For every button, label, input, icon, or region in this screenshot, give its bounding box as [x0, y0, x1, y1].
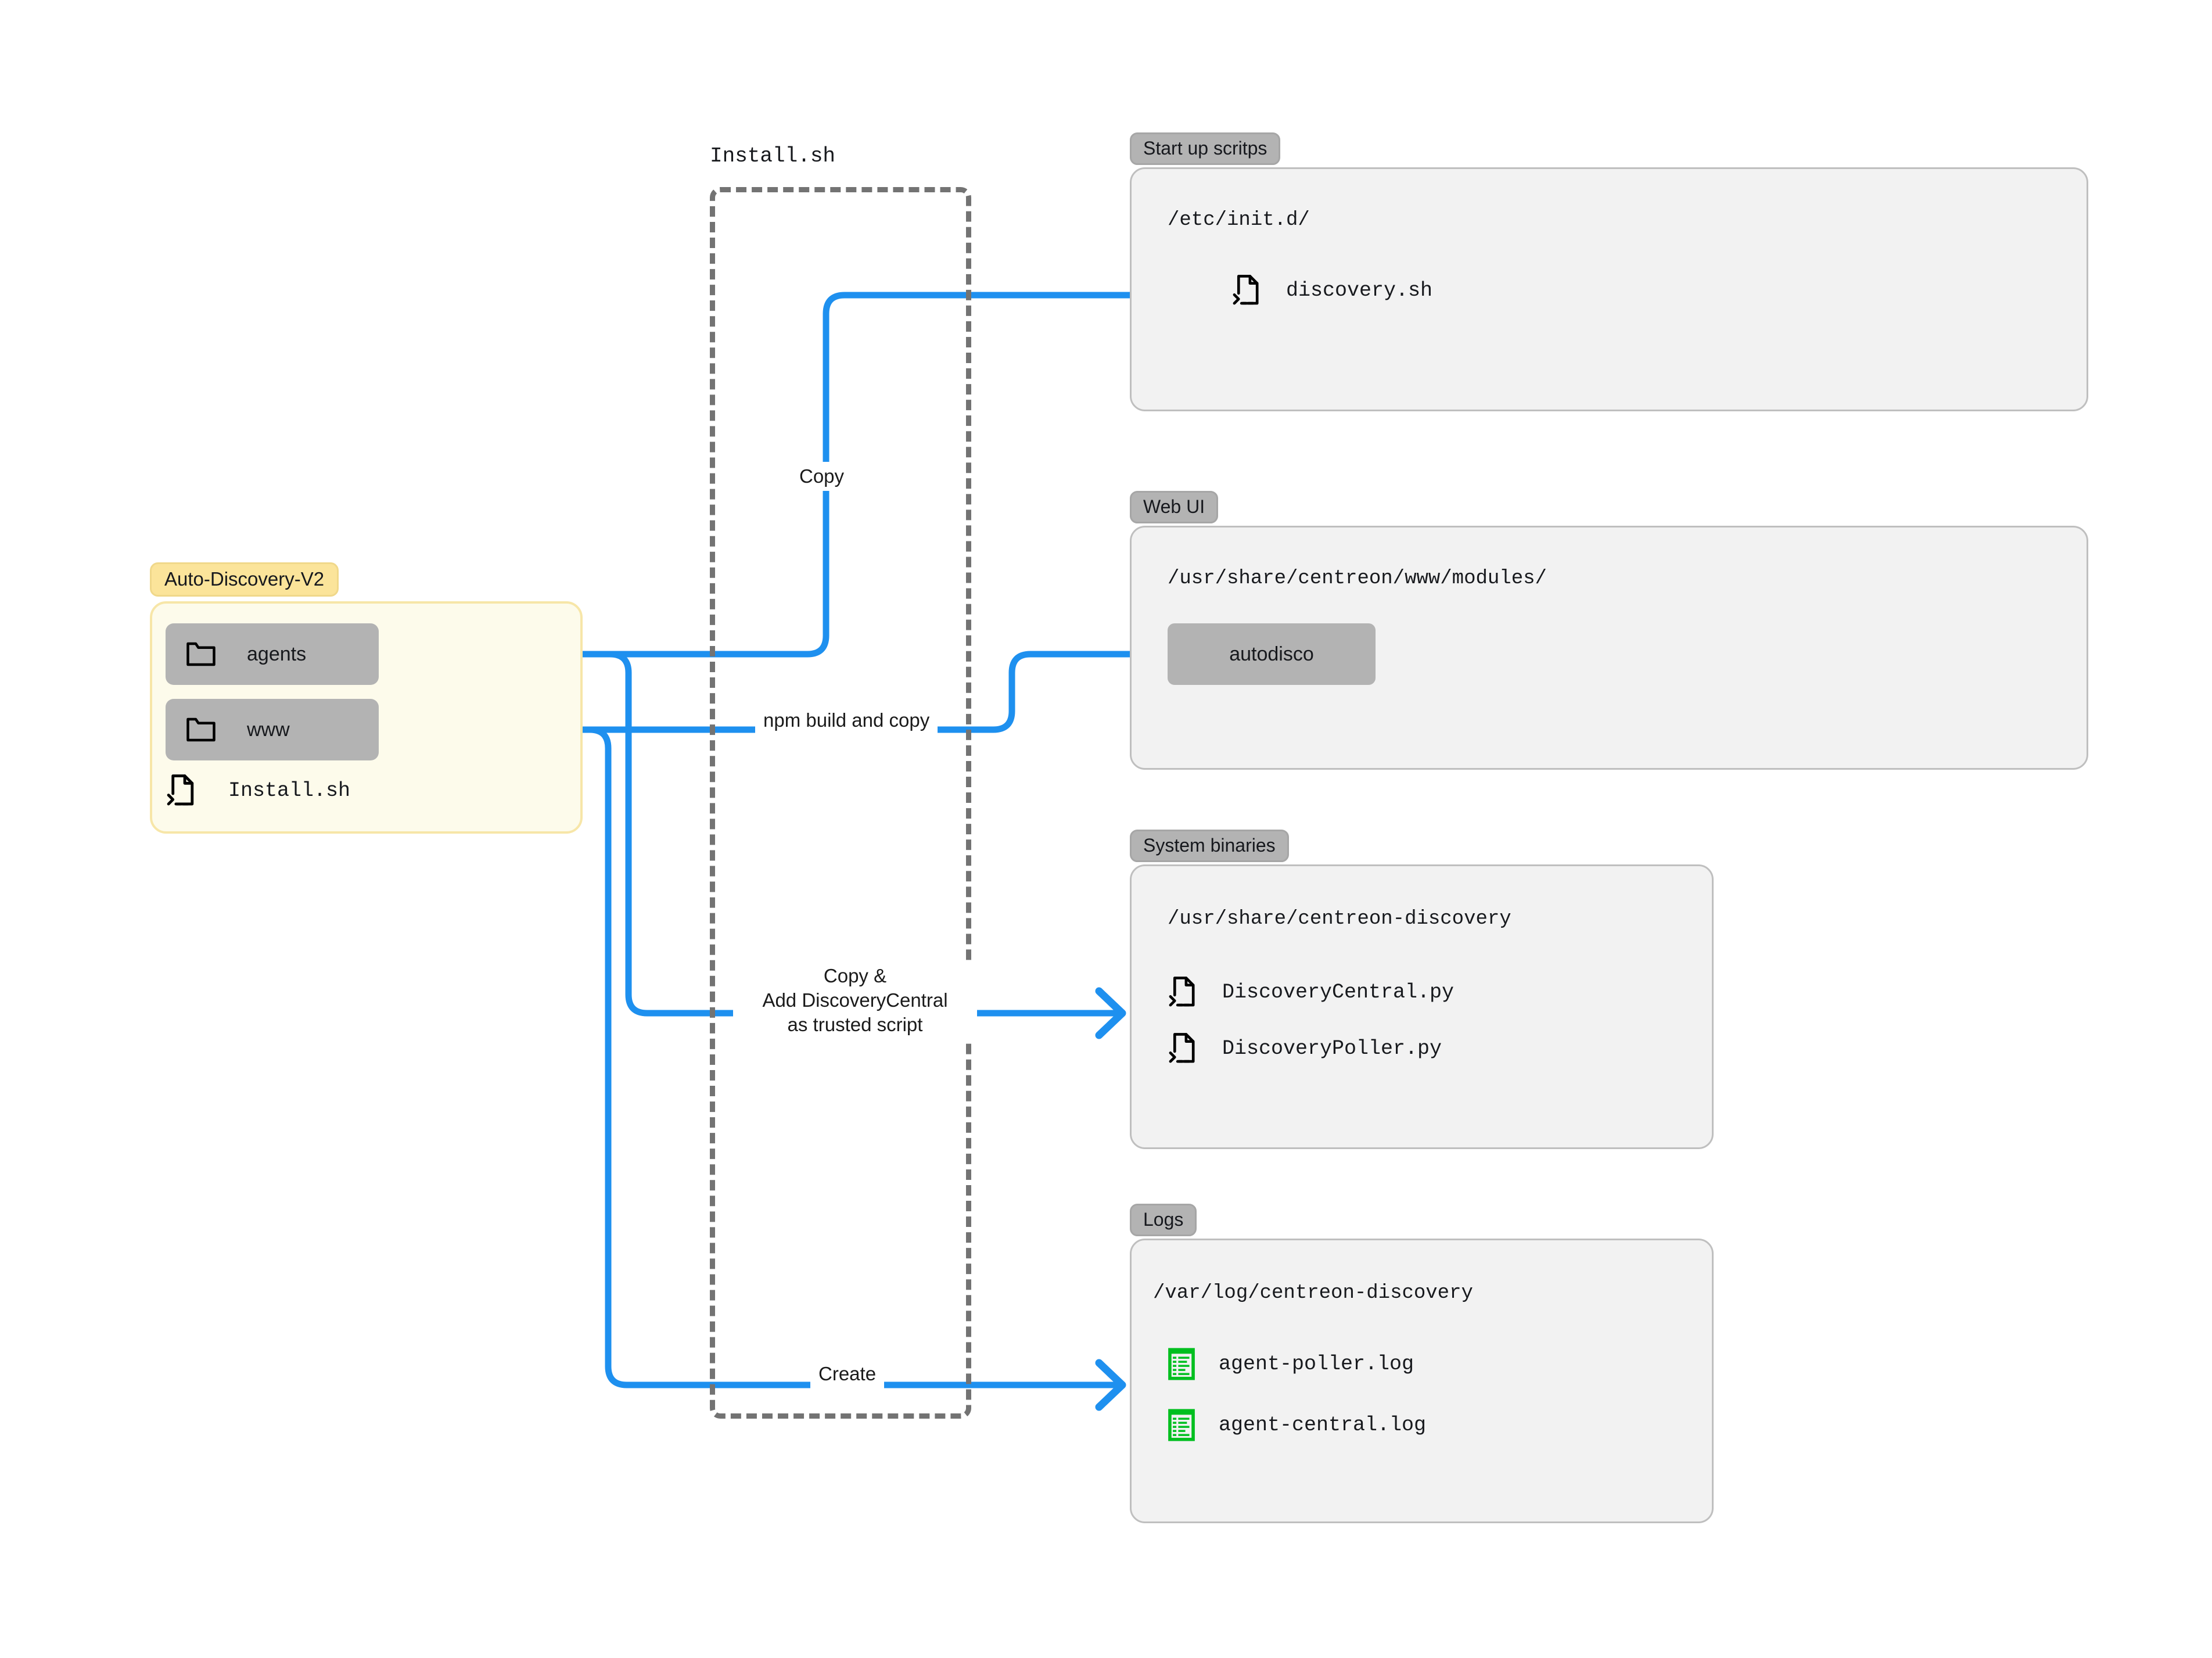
folder-chip-label: www: [247, 718, 290, 741]
file-item-agent-central-log[interactable]: agent-central.log: [1168, 1409, 1426, 1441]
file-item-discovery-sh[interactable]: discovery.sh: [1231, 273, 1432, 308]
folder-chip-label: agents: [247, 643, 307, 665]
file-item-label: agent-central.log: [1219, 1413, 1427, 1437]
folder-icon: [185, 640, 217, 669]
module-chip-autodisco[interactable]: autodisco: [1168, 623, 1376, 685]
install-script-container: [710, 187, 971, 1419]
script-file-icon: [1168, 975, 1199, 1010]
file-item-agent-poller-log[interactable]: agent-poller.log: [1168, 1348, 1414, 1380]
arrowhead-logs: [1095, 1359, 1126, 1411]
panel-startup-scripts: [1130, 167, 2088, 411]
script-file-icon: [166, 773, 198, 809]
edge-label-copy: Copy: [791, 462, 853, 491]
panel-tag-system-binaries: System binaries: [1130, 830, 1289, 862]
file-item-discovery-poller-py[interactable]: DiscoveryPoller.py: [1168, 1031, 1442, 1066]
edge-label-line-2: Add DiscoveryCentral: [762, 989, 948, 1011]
file-item-label: DiscoveryCentral.py: [1222, 981, 1455, 1004]
panel-path-web-ui: /usr/share/centreon/www/modules/: [1168, 568, 1547, 590]
edge-label-create: Create: [810, 1359, 885, 1389]
panel-path-startup-scripts: /etc/init.d/: [1168, 209, 1310, 231]
panel-tag-web-ui: Web UI: [1130, 491, 1219, 523]
edge-label-line-3: as trusted script: [787, 1014, 923, 1036]
panel-system-binaries: [1130, 864, 1714, 1149]
source-file-label: Install.sh: [228, 779, 351, 802]
file-item-discovery-central-py[interactable]: DiscoveryCentral.py: [1168, 975, 1454, 1010]
panel-path-logs: /var/log/centreon-discovery: [1153, 1282, 1473, 1304]
source-group-title: Auto-Discovery-V2: [150, 562, 339, 597]
log-file-icon: [1168, 1409, 1195, 1441]
folder-icon: [185, 715, 217, 744]
edge-label-npm-build-and-copy: npm build and copy: [755, 706, 938, 735]
folder-chip-agents[interactable]: agents: [166, 623, 379, 685]
source-file-install-sh[interactable]: Install.sh: [166, 773, 350, 809]
panel-path-system-binaries: /usr/share/centreon-discovery: [1168, 908, 1511, 930]
file-item-label: agent-poller.log: [1219, 1352, 1414, 1376]
log-file-icon: [1168, 1348, 1195, 1380]
panel-logs: [1130, 1239, 1714, 1523]
edge-label-line-1: Copy &: [823, 965, 887, 986]
arrowhead-binaries: [1095, 987, 1126, 1039]
install-script-title: Install.sh: [710, 144, 836, 168]
file-item-label: discovery.sh: [1286, 279, 1433, 302]
edge-label-copy-and-add-trusted-script: Copy & Add DiscoveryCentral as trusted s…: [733, 961, 977, 1040]
script-file-icon: [1231, 273, 1263, 308]
panel-tag-logs: Logs: [1130, 1204, 1197, 1236]
panel-tag-startup-scripts: Start up scritps: [1130, 132, 1281, 165]
script-file-icon: [1168, 1031, 1199, 1066]
folder-chip-www[interactable]: www: [166, 699, 379, 760]
file-item-label: DiscoveryPoller.py: [1222, 1037, 1442, 1060]
